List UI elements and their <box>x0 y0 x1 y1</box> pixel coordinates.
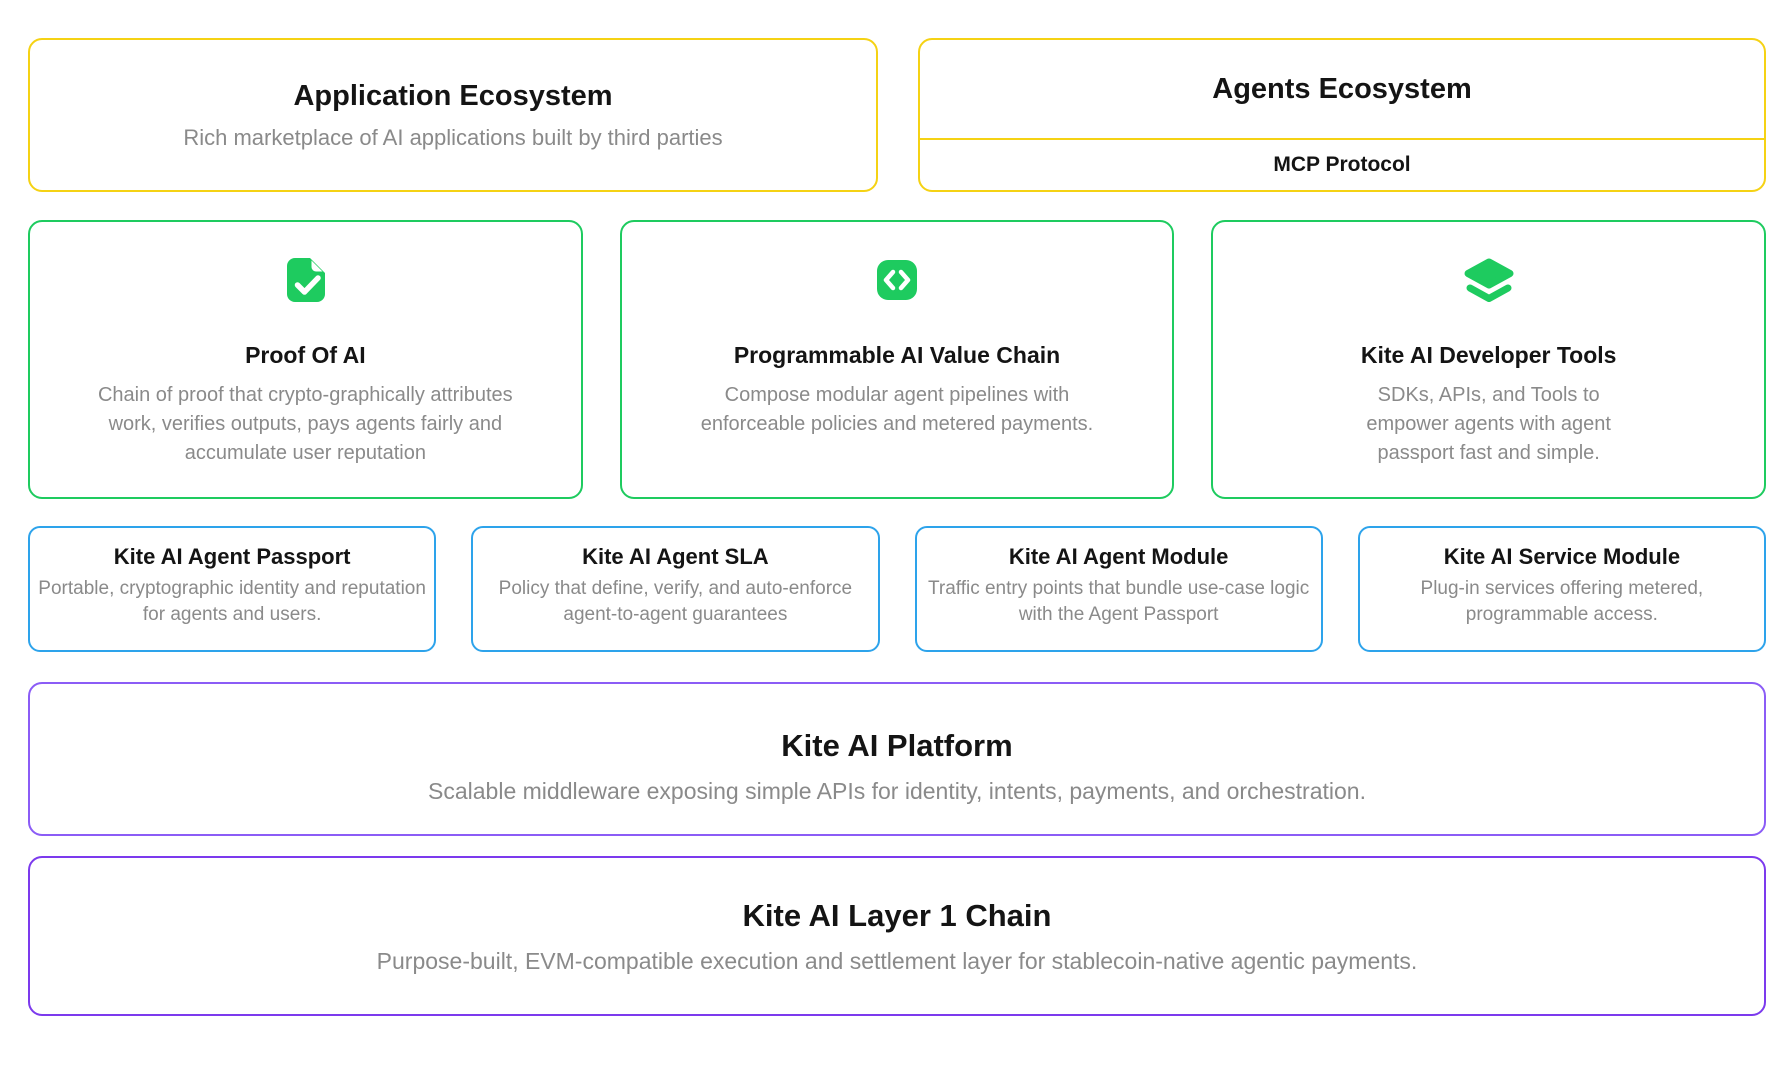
module-description: Policy that define, verify, and auto-enf… <box>498 578 853 625</box>
module-title: Kite AI Service Module <box>1443 544 1681 569</box>
mcp-protocol-label: MCP Protocol <box>1273 153 1411 176</box>
service-module-box: Kite AI Service Module Plug-in services … <box>1357 526 1766 652</box>
module-title: Kite AI Agent Module <box>1008 544 1229 569</box>
ecosystem-row: Application Ecosystem Rich marketplace o… <box>28 38 1766 192</box>
chain-description: Purpose-built, EVM-compatible execution … <box>376 948 1418 974</box>
application-ecosystem-box: Application Ecosystem Rich marketplace o… <box>28 38 878 192</box>
mcp-protocol-band: MCP Protocol <box>920 138 1764 190</box>
pillar-description: Chain of proof that crypto-graphically a… <box>97 384 513 464</box>
platform-description: Scalable middleware exposing simple APIs… <box>428 778 1366 804</box>
pillar-description: Compose modular agent pipelines with enf… <box>700 384 1094 435</box>
agent-module-box: Kite AI Agent Module Traffic entry point… <box>914 526 1323 652</box>
application-ecosystem-description: Rich marketplace of AI applications buil… <box>183 124 723 150</box>
pillar-description: SDKs, APIs, and Tools to empower agents … <box>1366 384 1611 464</box>
developer-tools-box: Kite AI Developer Tools SDKs, APIs, and … <box>1211 220 1766 499</box>
pillar-title: Proof Of AI <box>245 342 366 368</box>
code-brackets-icon <box>875 256 919 304</box>
pillar-row: Proof Of AI Chain of proof that crypto-g… <box>28 220 1766 499</box>
platform-title: Kite AI Platform <box>781 728 1013 763</box>
agent-sla-box: Kite AI Agent SLA Policy that define, ve… <box>471 526 880 652</box>
agents-ecosystem-box: Agents Ecosystem MCP Protocol <box>918 38 1766 192</box>
kite-ai-platform-box: Kite AI Platform Scalable middleware exp… <box>28 682 1766 836</box>
module-title: Kite AI Agent SLA <box>582 544 769 569</box>
file-check-icon <box>283 256 327 304</box>
module-row: Kite AI Agent Passport Portable, cryptog… <box>28 526 1766 652</box>
module-title: Kite AI Agent Passport <box>113 544 351 569</box>
layers-icon <box>1462 256 1516 304</box>
module-description: Plug-in services offering metered, progr… <box>1420 578 1704 625</box>
programmable-value-chain-box: Programmable AI Value Chain Compose modu… <box>619 220 1175 499</box>
pillar-title: Programmable AI Value Chain <box>733 342 1061 368</box>
pillar-title: Kite AI Developer Tools <box>1360 342 1617 368</box>
agents-ecosystem-header: Agents Ecosystem <box>920 40 1764 138</box>
agent-passport-box: Kite AI Agent Passport Portable, cryptog… <box>28 526 437 652</box>
module-description: Portable, cryptographic identity and rep… <box>38 578 426 625</box>
proof-of-ai-box: Proof Of AI Chain of proof that crypto-g… <box>28 220 583 499</box>
application-ecosystem-title: Application Ecosystem <box>293 79 613 112</box>
module-description: Traffic entry points that bundle use-cas… <box>927 578 1310 625</box>
agents-ecosystem-title: Agents Ecosystem <box>1212 72 1472 105</box>
kite-ai-layer1-chain-box: Kite AI Layer 1 Chain Purpose-built, EVM… <box>28 856 1766 1016</box>
chain-title: Kite AI Layer 1 Chain <box>742 898 1052 933</box>
